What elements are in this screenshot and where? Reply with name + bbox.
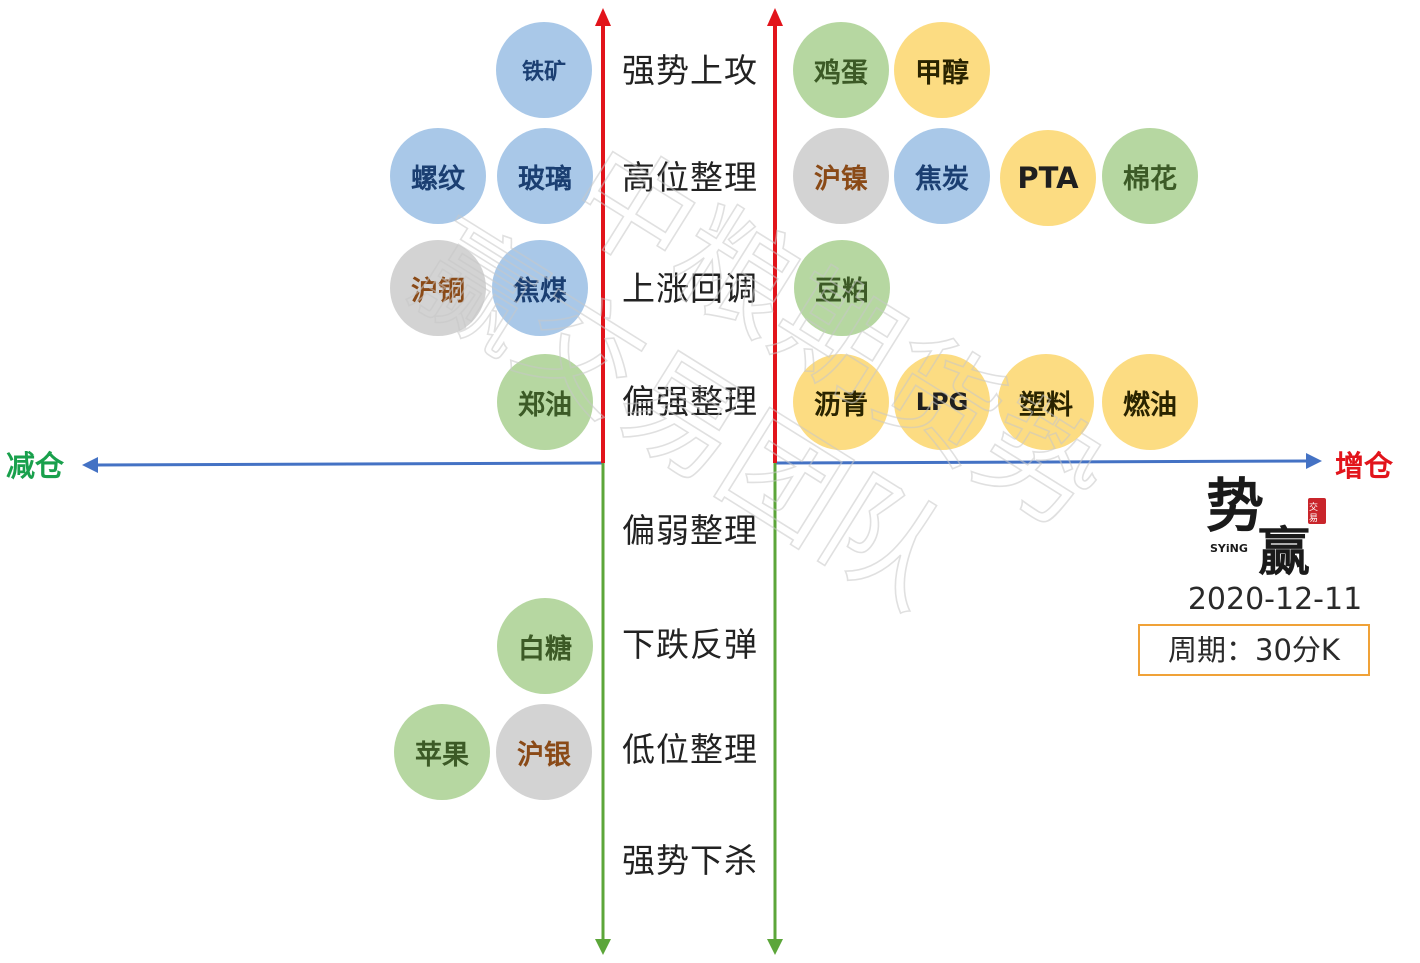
- bubble-coking-coal: 焦煤: [492, 240, 588, 336]
- right-up-arrowhead: [767, 8, 783, 26]
- right-down-arrowhead: [767, 939, 783, 955]
- bubble-glass: 玻璃: [497, 128, 593, 224]
- bubble-copper: 沪铜: [390, 240, 486, 336]
- bubble-rapeseed-oil: 郑油: [497, 354, 593, 450]
- svg-text:易: 易: [1309, 513, 1318, 524]
- left-down-arrowhead: [595, 939, 611, 955]
- logo-char-2: 赢: [1258, 522, 1310, 578]
- level-bias-strong: 偏强整理: [622, 382, 758, 421]
- logo-sub: SYiNG: [1210, 542, 1248, 555]
- date-label: 2020-12-11: [1187, 582, 1363, 617]
- bubble-iron-ore: 铁矿: [496, 22, 592, 118]
- bubble-cotton: 棉花: [1102, 128, 1198, 224]
- bubble-silver: 沪银: [496, 704, 592, 800]
- bubble-fuel-oil: 燃油: [1102, 354, 1198, 450]
- bubble-soybean-meal: 豆粕: [794, 240, 890, 336]
- logo-char-1: 势: [1206, 472, 1264, 540]
- increase-position-label: 增仓: [1335, 449, 1394, 483]
- level-high-consolidation: 高位整理: [622, 158, 758, 197]
- bubble-asphalt: 沥青: [793, 354, 889, 450]
- svg-text:交: 交: [1309, 501, 1318, 513]
- level-fall-rebound: 下跌反弹: [622, 625, 758, 664]
- bubble-egg: 鸡蛋: [793, 22, 889, 118]
- bubble-lpg: LPG: [894, 354, 990, 450]
- level-bias-weak: 偏弱整理: [622, 511, 758, 550]
- decrease-position-label: 减仓: [6, 449, 65, 483]
- shiying-logo: 势 赢 交 易 SYiNG: [1206, 472, 1326, 578]
- period-box: 周期：30分K: [1138, 624, 1370, 676]
- level-rise-pullback: 上涨回调: [622, 269, 758, 308]
- bubble-rebar: 螺纹: [390, 128, 486, 224]
- left-up-arrowhead: [595, 8, 611, 26]
- bubble-sugar: 白糖: [497, 598, 593, 694]
- horizontal-axis-right: [774, 459, 1309, 465]
- decrease-arrowhead: [82, 457, 98, 473]
- bubble-nickel: 沪镍: [793, 128, 889, 224]
- horizontal-axis-left: [95, 461, 603, 467]
- bubble-apple: 苹果: [394, 704, 490, 800]
- bubble-plastic: 塑料: [998, 354, 1094, 450]
- increase-arrowhead: [1306, 453, 1322, 469]
- bubble-coke: 焦炭: [894, 128, 990, 224]
- level-strong-up: 强势上攻: [622, 51, 758, 90]
- level-strong-down: 强势下杀: [622, 841, 758, 880]
- level-low-consolidation: 低位整理: [622, 730, 758, 769]
- bubble-methanol: 甲醇: [894, 22, 990, 118]
- logo-stamp: [1308, 498, 1326, 524]
- bubble-pta: PTA: [1000, 130, 1096, 226]
